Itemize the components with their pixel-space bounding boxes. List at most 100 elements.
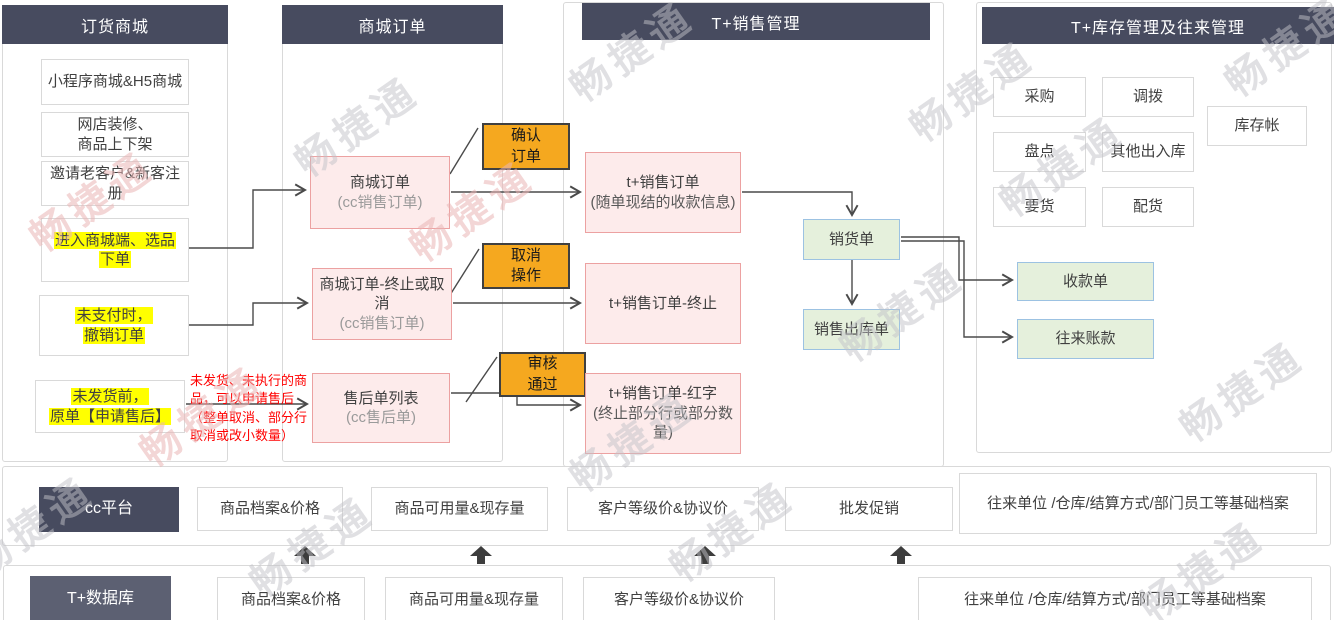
box-title: t+销售订单 [626, 174, 700, 191]
header-tplus-sales-label: T+销售管理 [711, 15, 801, 33]
highlighted-label: 未支付时， [75, 307, 153, 324]
box-title: 售后单列表 [343, 389, 419, 407]
box-mini-program-mall: 小程序商城&H5商城 [41, 59, 189, 105]
badge-line: 通过 [527, 375, 557, 395]
box-label-line: 撤销订单 [82, 326, 145, 346]
box-label: 调拨 [1132, 88, 1163, 106]
box-wholesale-promotion: 批发促销 [785, 487, 953, 531]
header-tplus-inventory-label: T+库存管理及往来管理 [1070, 19, 1246, 37]
arrow-sales-slip-to-receipt [901, 236, 1014, 287]
box-subtitle: (cc销售订单) [337, 193, 423, 211]
box-stocktake: 盘点 [993, 132, 1086, 172]
box-label: 其他出入库 [1110, 143, 1186, 161]
highlighted-label: 撤销订单 [82, 326, 145, 344]
box-base-archives: 往来单位 /仓库/结算方式/部门员工等基础档案 [959, 473, 1317, 534]
box-label: 邀请老客户&新客注册 [49, 165, 180, 202]
badge-line: 订单 [511, 147, 541, 167]
badge-cancel-action: 取消 操作 [482, 243, 570, 289]
box-label: 客户等级价&协议价 [613, 591, 744, 609]
box-enter-mall-place-order: 进入商城端、选品 下单 [41, 218, 189, 282]
box-invite-customers: 邀请老客户&新客注册 [41, 161, 189, 206]
header-tplus-inventory: T+库存管理及往来管理 [982, 7, 1334, 44]
chip-tplus-database: T+数据库 [30, 576, 171, 620]
header-mall-orders: 商城订单 [282, 5, 503, 44]
badge-label: 订单 [510, 147, 541, 165]
box-label: 盘点 [1024, 143, 1055, 161]
box-label: 商品可用量&现存量 [408, 591, 539, 609]
box-mall-order: 商城订单 (cc销售订单) [310, 156, 450, 229]
callout-confirm-order [449, 127, 479, 175]
box-title: 商城订单 [349, 174, 410, 191]
box-label: 销货单 [828, 230, 874, 248]
box-label-line: 商品上下架 [77, 135, 152, 155]
box-shop-decoration: 网店装修、 商品上下架 [41, 112, 189, 157]
box-label-line: 下单 [98, 250, 131, 270]
box-label: 商品可用量&现存量 [394, 500, 525, 518]
box-label: 采购 [1024, 88, 1055, 106]
arrow-place-order-to-mall-order [189, 183, 307, 249]
box-sales-slip: 销货单 [803, 219, 900, 260]
box-aftersale-list: 售后单列表 (cc售后单) [312, 373, 450, 443]
box-mall-order-terminate: 商城订单-终止或取消 (cc销售订单) [312, 268, 452, 340]
arrow-sales-slip-to-account [901, 240, 1014, 344]
badge-label: 操作 [510, 267, 541, 284]
box-current-account: 往来账款 [1017, 319, 1154, 359]
chip-cc-platform: cc平台 [39, 487, 179, 532]
box-label: 客户等级价&协议价 [597, 500, 728, 518]
box-label: 往来单位 /仓库/结算方式/部门员工等基础档案 [964, 591, 1266, 609]
box-label: 往来单位 /仓库/结算方式/部门员工等基础档案 [987, 494, 1289, 512]
box-label-line: 进入商城端、选品 [53, 231, 176, 251]
box-label-line: 未发货前， [71, 387, 149, 407]
badge-label: 取消 [510, 246, 541, 264]
badge-label: 通过 [527, 375, 558, 393]
box-label-line: 网店装修、 [77, 115, 152, 135]
badge-line: 取消 [511, 246, 541, 266]
callout-cancel-action [449, 248, 480, 296]
highlighted-label: 进入商城端、选品 [53, 231, 176, 249]
arrow-cancel-to-terminate [189, 296, 309, 326]
box-label: 网店装修、 [77, 116, 153, 133]
box-db-customer-level-price: 客户等级价&协议价 [583, 577, 775, 620]
box-title: t+销售订单-红字 [609, 385, 717, 403]
tplus-inventory-column [976, 2, 1332, 453]
box-label: 商品档案&价格 [240, 591, 341, 609]
box-receipt: 收款单 [1017, 262, 1154, 301]
up-arrow-icon [890, 546, 912, 564]
box-tplus-sales-order-terminated: t+销售订单-终止 [585, 263, 741, 344]
box-label: 商品档案&价格 [219, 500, 320, 518]
box-label-line: 原单【申请售后】 [48, 407, 171, 427]
box-transfer: 调拨 [1102, 77, 1194, 117]
box-goods-available-stock: 商品可用量&现存量 [371, 487, 548, 531]
box-other-in-out: 其他出入库 [1102, 132, 1194, 172]
box-label: 商品上下架 [77, 135, 153, 153]
box-tplus-sales-order: t+销售订单 (随单现结的收款信息) [585, 152, 741, 233]
box-db-goods-archive-price: 商品档案&价格 [217, 577, 365, 620]
badge-label: 确认 [510, 127, 541, 145]
box-before-ship-aftersale: 未发货前， 原单【申请售后】 [35, 380, 185, 433]
header-tplus-sales: T+销售管理 [582, 3, 930, 40]
box-db-goods-available-stock: 商品可用量&现存量 [385, 577, 563, 620]
box-title: 商城订单-终止或取消 [319, 275, 445, 313]
arrow-aftersale-list-to-red-entry [451, 392, 582, 412]
box-label: 库存帐 [1234, 117, 1280, 135]
cc-platform-band [2, 466, 1331, 546]
header-order-mall: 订货商城 [2, 5, 228, 44]
highlighted-label: 下单 [98, 251, 131, 268]
box-tplus-sales-order-red: t+销售订单-红字 (终止部分行或部分数量) [585, 373, 741, 454]
box-label-line: 未支付时， [75, 306, 153, 326]
box-db-base-archives: 往来单位 /仓库/结算方式/部门员工等基础档案 [918, 577, 1312, 620]
box-label: 往来账款 [1055, 330, 1116, 348]
box-label: 要货 [1024, 198, 1055, 216]
box-goods-request: 要货 [993, 187, 1086, 227]
box-label: 批发促销 [838, 500, 899, 518]
box-customer-level-price: 客户等级价&协议价 [567, 487, 759, 531]
box-inventory-ledger: 库存帐 [1207, 106, 1307, 146]
box-title: t+销售订单-终止 [609, 294, 717, 312]
highlighted-label: 未发货前， [71, 388, 149, 405]
box-unpaid-cancel-order: 未支付时， 撤销订单 [39, 295, 189, 356]
aftersale-note: 未发货、未执行的商品，可以申请售后（整单取消、部分行取消或改小数量） [190, 373, 308, 444]
badge-label: 审核 [527, 355, 558, 373]
box-sales-outbound: 销售出库单 [803, 309, 900, 350]
box-subtitle: (终止部分行或部分数量) [593, 404, 733, 442]
